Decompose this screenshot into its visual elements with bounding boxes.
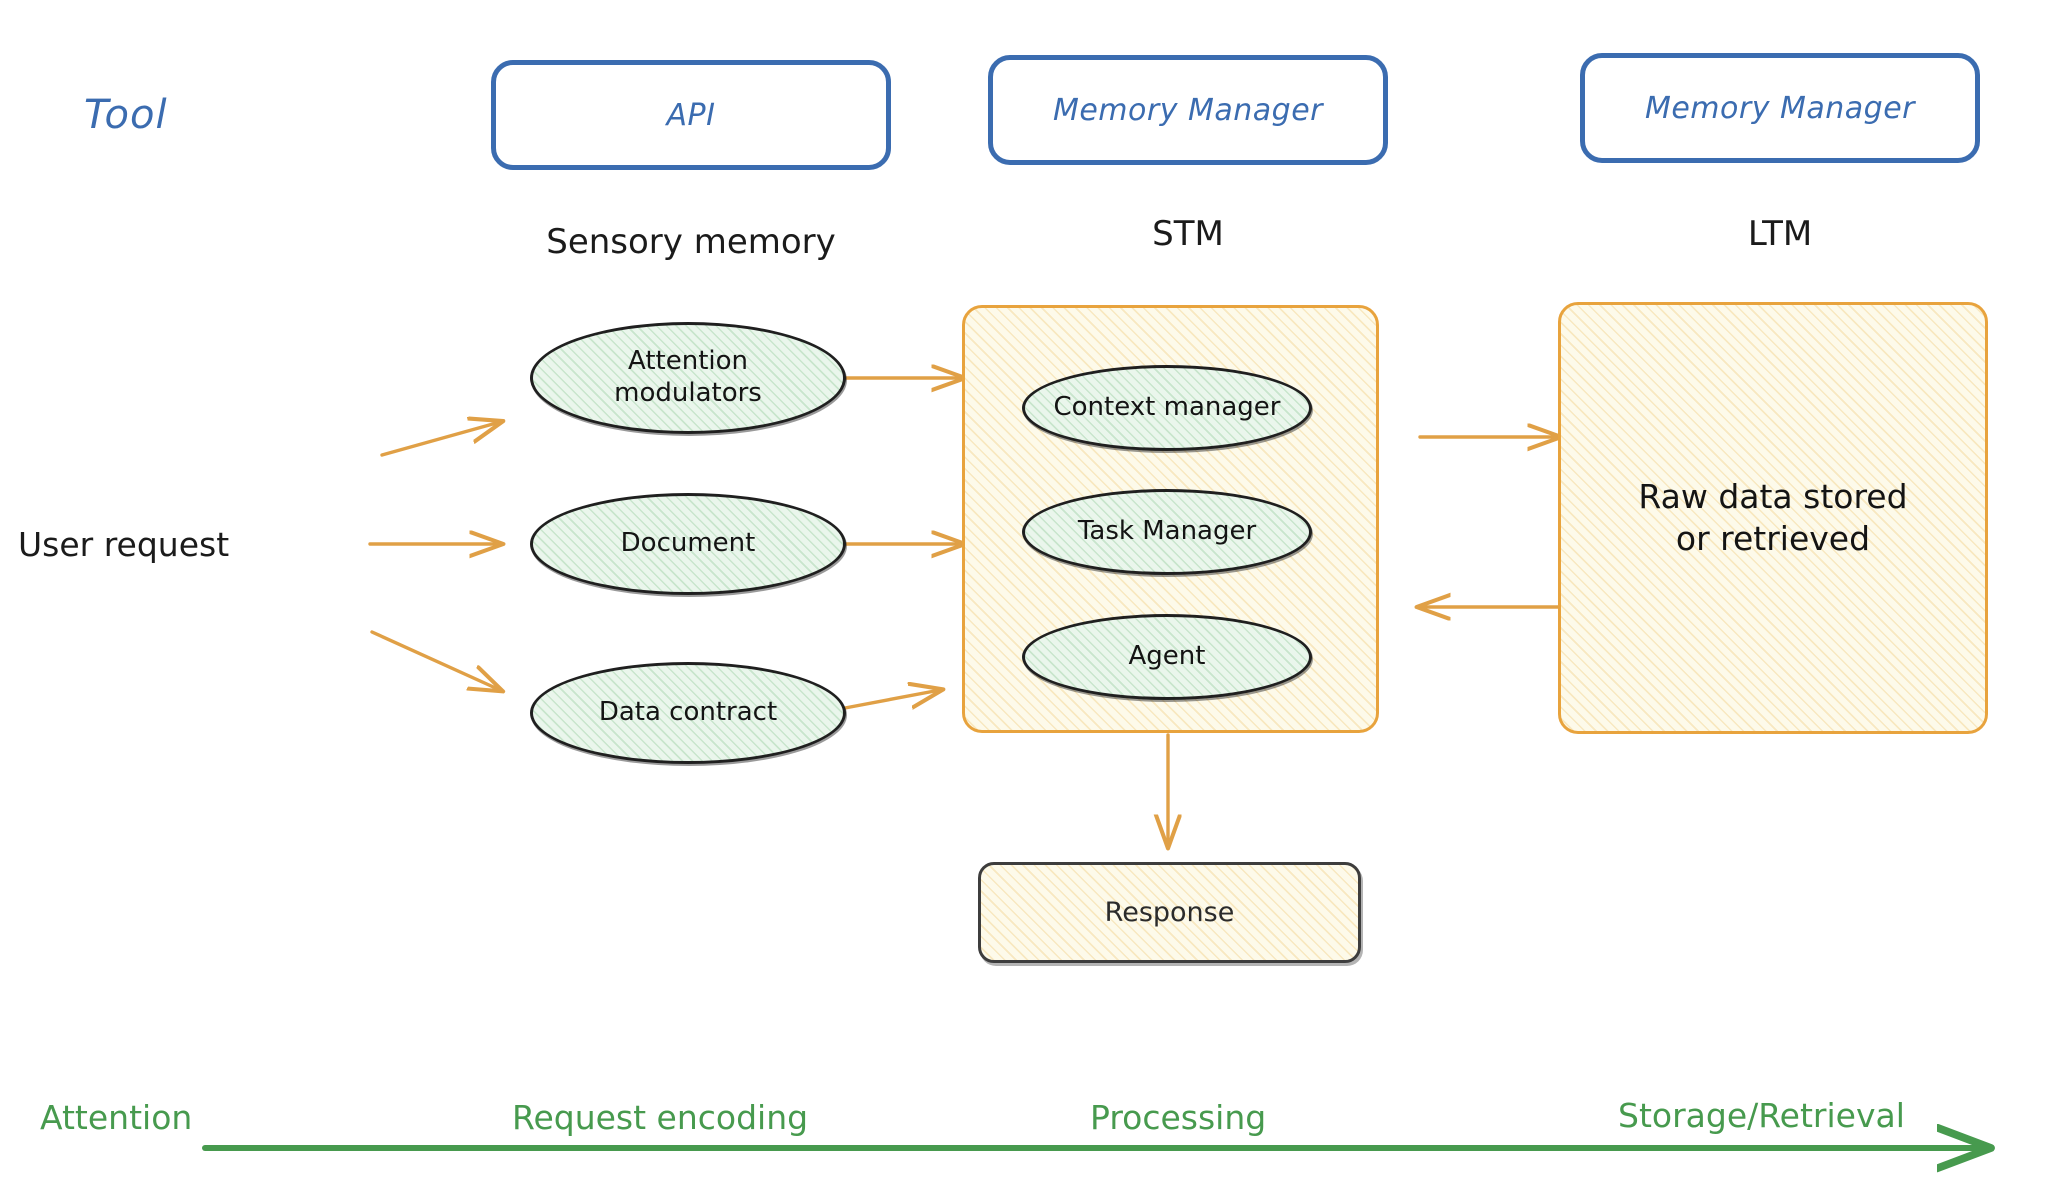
tool-label: Tool [84,88,264,142]
timeline-phase-attention: Attention [40,1098,192,1137]
user-request-label: User request [18,520,348,568]
sensory-node-data-contract-label: Data contract [598,697,778,728]
column-box-memory-manager-stm[interactable]: Memory Manager [988,55,1388,165]
arrow-user-to-datacontract [370,630,500,690]
timeline-phase-storage-retrieval-text: Storage/Retrieval [1618,1096,1905,1135]
sensory-node-attention-modulators[interactable]: Attention modulators [530,322,846,434]
timeline-phase-request-encoding: Request encoding [512,1098,808,1137]
column-box-memory-manager-ltm-label: Memory Manager [1644,90,1916,126]
response-box-label: Response [1104,897,1235,928]
stage-label-stm-text: STM [1152,214,1224,254]
stm-node-agent-label: Agent [1128,641,1206,672]
ltm-body-label: Raw data stored or retrieved [1638,476,1908,558]
sensory-node-document[interactable]: Document [530,493,846,595]
stm-node-context-manager-label: Context manager [1053,392,1281,423]
arrow-user-to-attention [380,422,500,457]
timeline-phase-processing: Processing [1090,1098,1266,1137]
tool-label-text: Tool [84,92,168,138]
timeline-phase-storage-retrieval: Storage/Retrieval [1618,1096,1905,1135]
timeline-phase-processing-text: Processing [1090,1098,1267,1137]
column-box-api[interactable]: API [491,60,891,170]
stage-label-stm: STM [988,210,1388,258]
stm-node-task-manager[interactable]: Task Manager [1022,489,1312,575]
ltm-container: Raw data stored or retrieved [1558,302,1988,734]
stm-node-context-manager[interactable]: Context manager [1022,365,1312,451]
stage-label-sensory-memory: Sensory memory [491,218,891,266]
stage-label-ltm-text: LTM [1747,214,1813,254]
sensory-node-attention-modulators-label: Attention modulators [614,346,762,408]
arrow-datacontract-to-stm [843,690,940,708]
sensory-node-document-label: Document [620,528,756,559]
timeline-phase-request-encoding-text: Request encoding [512,1098,809,1137]
stage-label-ltm: LTM [1580,210,1980,258]
column-box-memory-manager-ltm[interactable]: Memory Manager [1580,53,1980,163]
stm-node-agent[interactable]: Agent [1022,614,1312,700]
timeline-phase-attention-text: Attention [40,1098,193,1137]
user-request-label-text: User request [18,524,230,564]
response-box[interactable]: Response [978,862,1361,963]
column-box-api-label: API [666,97,716,133]
sensory-node-data-contract[interactable]: Data contract [530,662,846,764]
stage-label-sensory-memory-text: Sensory memory [546,222,836,262]
stm-node-task-manager-label: Task Manager [1077,516,1257,547]
column-box-memory-manager-stm-label: Memory Manager [1052,92,1324,128]
